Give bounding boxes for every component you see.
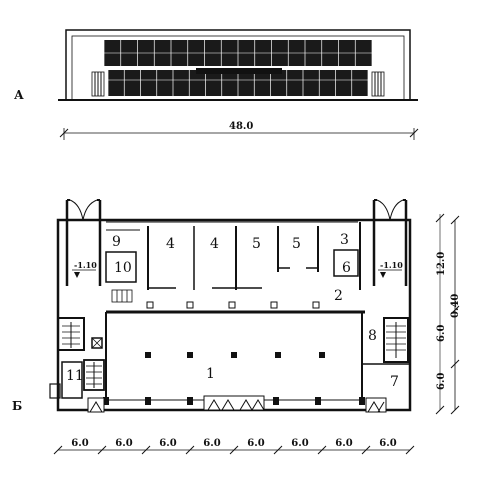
bay-tick — [141, 445, 151, 455]
right-side-door — [365, 397, 387, 413]
facade-pier — [103, 397, 109, 405]
corridor-pier — [186, 301, 194, 309]
hall-column — [275, 352, 281, 358]
room-label-2: 2 — [334, 288, 343, 304]
elevation-mark-left — [72, 269, 96, 278]
left-stair — [57, 317, 103, 351]
upper-mullions — [103, 40, 373, 66]
facade-pier — [145, 397, 151, 405]
bay-label: 6.0 — [71, 438, 88, 449]
room-label-9: 9 — [112, 234, 121, 250]
facade-piers — [103, 397, 365, 405]
lower-mullions — [107, 70, 369, 96]
room-label-10: 10 — [114, 260, 132, 276]
facade-pier — [187, 397, 193, 405]
plan-outer-wall — [56, 218, 412, 412]
room-label-6: 6 — [342, 260, 351, 276]
corridor-piers — [146, 301, 320, 309]
bay-label: 6.0 — [159, 438, 176, 449]
bay-tick — [361, 445, 371, 455]
room-label-3: 3 — [340, 232, 349, 248]
hall-column — [231, 352, 237, 358]
room-label-8: 8 — [368, 328, 377, 344]
bay-label: 6.0 — [291, 438, 308, 449]
corridor-pier — [270, 301, 278, 309]
right-stair — [383, 317, 409, 363]
overall-width-dimension — [59, 128, 419, 140]
corridor-pier — [228, 301, 236, 309]
elevation-mark-right — [378, 269, 402, 278]
right-louvre — [371, 71, 385, 97]
bay-label: 6.0 — [203, 438, 220, 449]
facade-pier — [273, 397, 279, 405]
entrance-canopy — [196, 68, 282, 74]
room-label-11: 11 — [66, 368, 84, 384]
hall-column — [145, 352, 151, 358]
bay-tick — [317, 445, 327, 455]
bay-label: 6.0 — [379, 438, 396, 449]
bay-tick — [185, 445, 195, 455]
view-label-a: А — [14, 88, 24, 102]
left-vestibule — [65, 199, 102, 286]
facade-pier — [359, 397, 365, 405]
left-side-door — [87, 397, 105, 413]
bay-tick — [229, 445, 239, 455]
overall-depth-label: 0.40 — [450, 294, 461, 318]
bay-tick — [53, 445, 63, 455]
room-label-5a: 5 — [252, 236, 261, 252]
room-10-box — [105, 251, 137, 283]
room-11-box — [61, 361, 83, 399]
facade-elevation — [58, 29, 418, 101]
right-vestibule — [372, 199, 408, 286]
bay-label: 6.0 — [247, 438, 264, 449]
left-louvre — [91, 71, 105, 97]
room-6-box — [333, 249, 359, 277]
bay-tick — [97, 445, 107, 455]
bay-label: 6.0 — [115, 438, 132, 449]
left-lower-stair — [83, 359, 105, 391]
hall-column — [187, 352, 193, 358]
vertical-dimension-line — [435, 213, 460, 415]
hall-column — [319, 352, 325, 358]
room-label-4a: 4 — [166, 236, 175, 252]
bay-tick — [273, 445, 283, 455]
view-label-b: Б — [12, 399, 22, 413]
bay-dimension-chain — [53, 445, 415, 455]
main-entrance-doors — [203, 395, 265, 411]
depth-top-label: 12.0 — [436, 252, 447, 276]
overall-width-label: 48.0 — [229, 121, 253, 132]
elevation-right-label: -1.10 — [380, 260, 403, 270]
depth-bottom-label: 6.0 — [436, 373, 447, 390]
room-label-5b: 5 — [292, 236, 301, 252]
hall-columns — [145, 352, 325, 358]
bay-tick — [405, 445, 415, 455]
corridor-pier — [146, 301, 154, 309]
bay-dimension-labels: 6.0 6.0 6.0 6.0 6.0 6.0 6.0 6.0 — [71, 438, 396, 449]
elevation-left-label: -1.10 — [74, 260, 97, 270]
room-label-1: 1 — [206, 366, 215, 382]
depth-mid-label: 6.0 — [436, 325, 447, 342]
room-label-4b: 4 — [210, 236, 219, 252]
side-porch — [49, 383, 61, 399]
facade-pier — [315, 397, 321, 405]
floor-plan — [49, 199, 412, 413]
small-stair-left — [111, 289, 133, 303]
bay-label: 6.0 — [335, 438, 352, 449]
room-label-7: 7 — [390, 374, 399, 390]
corridor-pier — [312, 301, 320, 309]
